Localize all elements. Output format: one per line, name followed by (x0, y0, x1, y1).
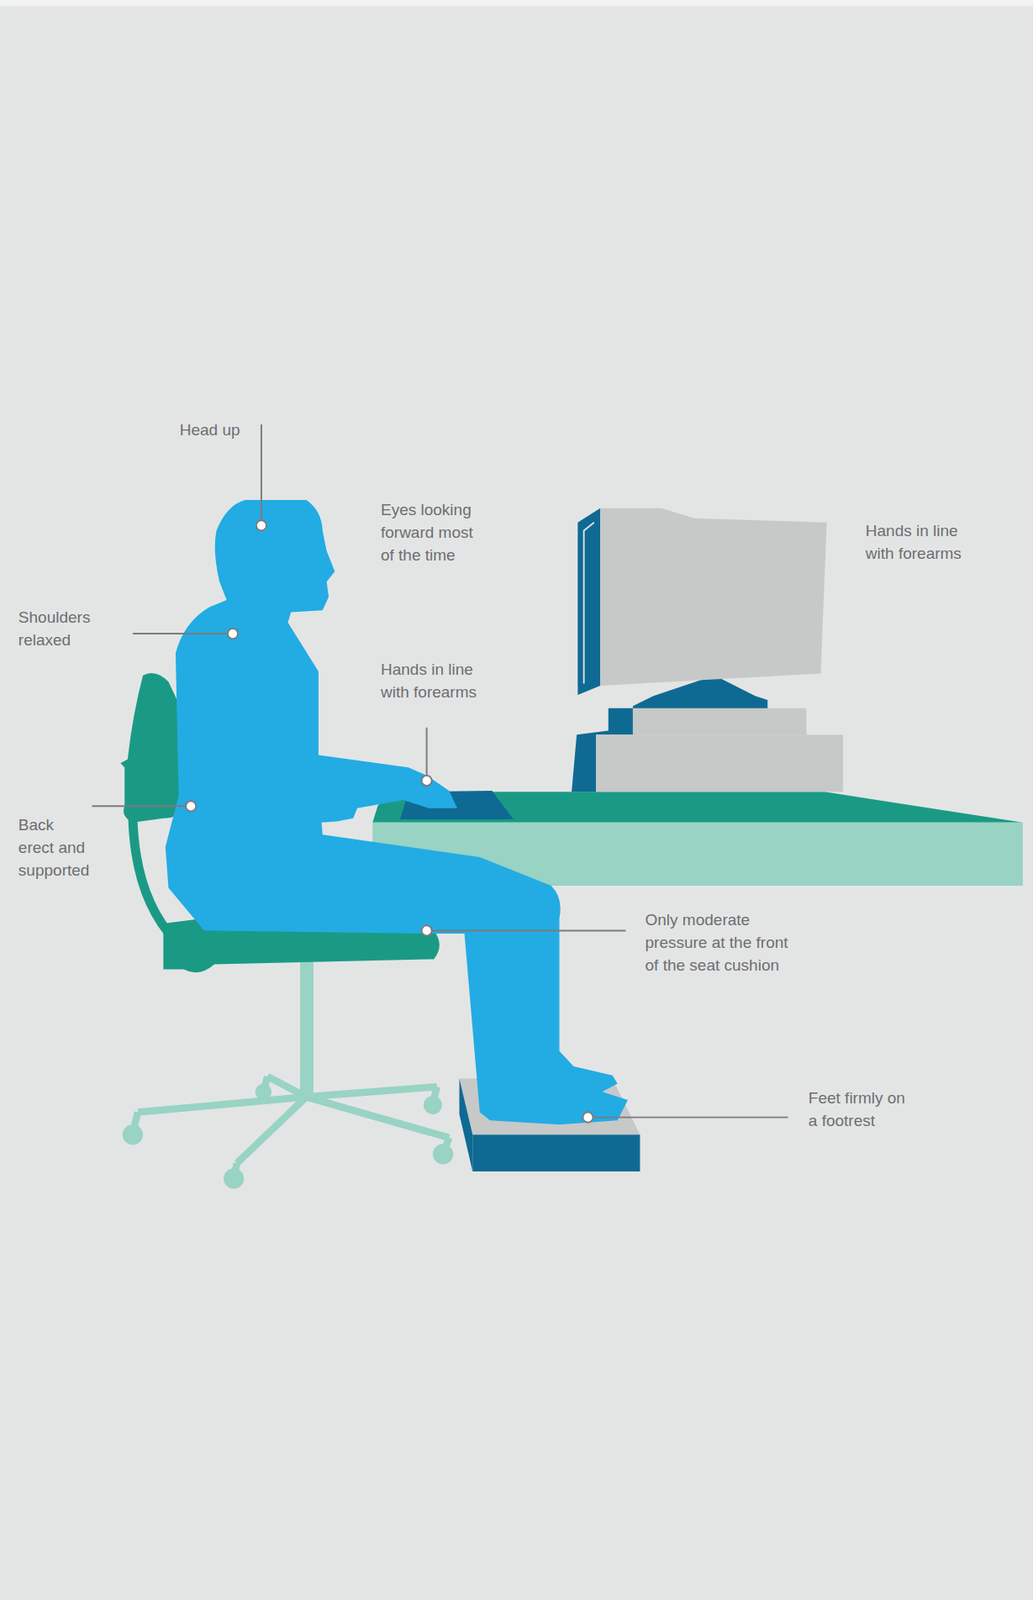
callout-label: Hands in line with forearms (380, 658, 484, 704)
label-anchor: Only moderate pressure at the front of t… (645, 908, 796, 977)
label-anchor: Hands in line with forearms (865, 519, 969, 565)
footrest-front (472, 1134, 640, 1172)
label-anchor: Feet firmly on a footrest (808, 1086, 913, 1133)
leader-lines (91, 424, 788, 1118)
label-anchor: Shoulders relaxed (18, 606, 103, 652)
callout-label: Back erect and supported (18, 813, 92, 882)
callout-label: Only moderate pressure at the front of t… (645, 908, 796, 977)
chair-backrest (120, 673, 186, 823)
monitor-screen (600, 508, 828, 686)
person-silhouette (165, 500, 628, 1125)
label-anchor: Hands in line with forearms (380, 658, 484, 704)
callout-label: Feet firmly on a footrest (808, 1086, 913, 1133)
leader-dots (185, 520, 594, 1123)
top-strip (0, 0, 1033, 6)
callout-label: Shoulders relaxed (18, 606, 103, 652)
label-anchor: Eyes looking forward most of the time (380, 498, 484, 567)
callout-label: Eyes looking forward most of the time (380, 498, 484, 567)
monitor-highlight (584, 522, 595, 685)
chair-stem (300, 959, 314, 1094)
label-anchor: Back erect and supported (18, 813, 92, 882)
label-anchor: Head up (179, 418, 256, 442)
footrest-side (459, 1079, 474, 1173)
monitor-side (577, 508, 601, 696)
computer-case (595, 734, 844, 792)
computer-case (632, 708, 807, 736)
callout-label: Hands in line with forearms (865, 519, 969, 565)
callout-label: Head up (179, 418, 256, 442)
chair-wheels (122, 1084, 454, 1190)
chair-base (132, 1076, 449, 1179)
